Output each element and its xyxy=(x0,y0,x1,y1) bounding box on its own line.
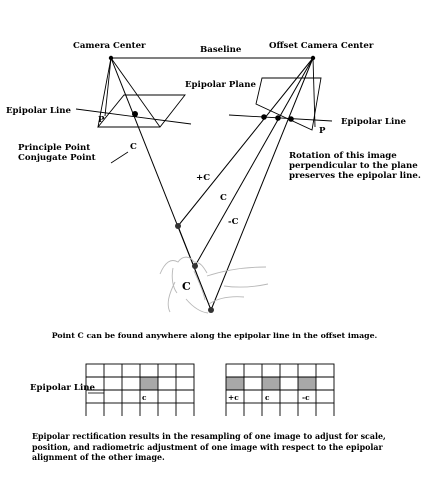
rotation-note-line-2: perpendicular to the plane xyxy=(289,161,418,171)
right-grid-shaded-cell-3 xyxy=(298,377,316,390)
left-grid-shaded-cell xyxy=(140,377,158,390)
right-grid-shaded-cell-2 xyxy=(262,377,280,390)
right-point-3 xyxy=(288,116,294,122)
left-grid xyxy=(85,363,195,416)
camera-center-label: Camera Center xyxy=(73,41,146,51)
c-leader xyxy=(110,151,129,164)
right-ray-edge xyxy=(312,57,316,128)
right-grid-plus-c: +c xyxy=(228,393,239,402)
right-point-1 xyxy=(261,114,267,120)
right-grid-shaded-cell-1 xyxy=(226,377,244,390)
c-left-label: C xyxy=(130,142,137,152)
terrain-sketch xyxy=(159,256,269,314)
right-image-plane xyxy=(255,77,322,131)
right-grid-minus-c: -c xyxy=(302,393,310,402)
epipolar-plane-label: Epipolar Plane xyxy=(185,80,256,90)
c-mid-label: C xyxy=(220,193,227,203)
right-ray-minus-c xyxy=(210,57,314,311)
p-left-label: P xyxy=(98,115,105,125)
minus-c-label: -C xyxy=(228,217,239,227)
offset-camera-point xyxy=(310,55,316,61)
caption-point-c: Point C can be found anywhere along the … xyxy=(51,331,378,340)
left-grid-c: c xyxy=(142,393,147,402)
right-ray-plus-c xyxy=(177,57,314,227)
right-grid-c: c xyxy=(265,393,270,402)
left-camera-point xyxy=(108,55,114,61)
conjugate-point-label: Conjugate Point xyxy=(18,153,96,163)
conjugate-point-left xyxy=(132,111,138,117)
right-grid xyxy=(225,363,335,416)
left-image-plane xyxy=(97,94,186,128)
baseline-label: Baseline xyxy=(200,45,242,55)
right-ray-c xyxy=(194,57,314,267)
principle-point-label: Principle Point xyxy=(18,143,90,153)
offset-camera-center-label: Offset Camera Center xyxy=(269,41,374,51)
point-c xyxy=(192,263,198,269)
grid-epipolar-line-label: Epipolar Line xyxy=(30,383,95,393)
right-point-2 xyxy=(275,115,281,121)
c-big-label: C xyxy=(182,280,191,293)
plus-c-label: +C xyxy=(196,173,210,183)
rotation-note-line-3: preserves the epipolar line. xyxy=(289,171,421,181)
rectification-paragraph: Epipolar rectification results in the re… xyxy=(32,432,386,462)
left-ray-principal xyxy=(104,57,112,117)
rotation-note-line-1: Rotation of this image xyxy=(289,151,397,161)
point-minus-c xyxy=(208,307,214,313)
left-ray-right xyxy=(110,57,161,128)
epipolar-line-right-label: Epipolar Line xyxy=(341,117,406,127)
p-right-label: P xyxy=(319,126,326,136)
left-ray-left xyxy=(97,57,112,128)
epipolar-line-left-label: Epipolar Line xyxy=(6,106,71,116)
point-plus-c xyxy=(175,223,181,229)
